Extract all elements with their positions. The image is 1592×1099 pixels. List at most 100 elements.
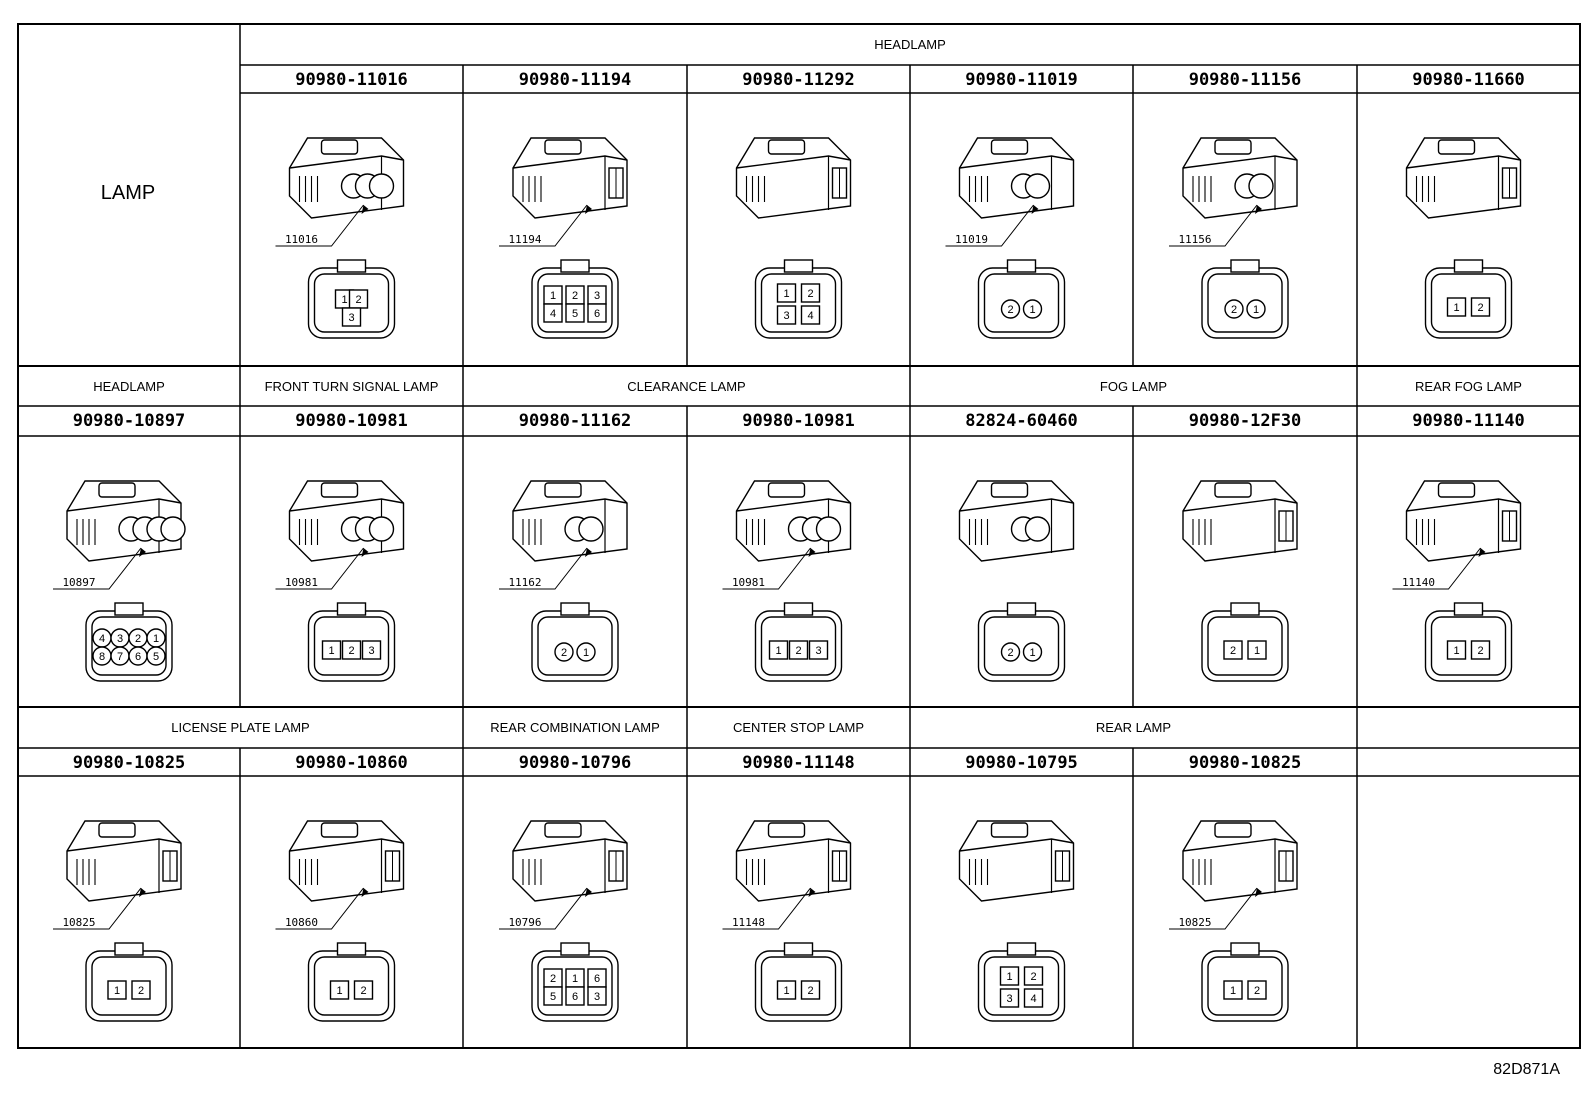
pin-number: 2 (1007, 647, 1013, 659)
arrow-head-icon (1255, 888, 1262, 897)
part-number: 90980-10825 (1189, 753, 1302, 773)
pin: 1 (1246, 299, 1266, 319)
part-number: 90980-10825 (73, 753, 186, 773)
callout-leader (1169, 204, 1258, 247)
connector-isometric-view (512, 480, 628, 562)
table-grid (17, 23, 1581, 1049)
callout-leader (275, 204, 364, 247)
pin: 1 (1022, 299, 1043, 319)
pin: 1 (1022, 642, 1043, 662)
pin: 1 (565, 968, 585, 988)
pin: 7 (110, 646, 130, 666)
callout-label: 10981 (732, 576, 765, 589)
part-number: 90980-10981 (742, 411, 855, 431)
pin: 8 (92, 646, 112, 666)
part-number: 90980-11660 (1412, 70, 1525, 90)
lamp-group-label: REAR FOG LAMP (1415, 379, 1522, 394)
pin-number: 2 (1030, 971, 1036, 983)
pin: 2 (1023, 966, 1044, 986)
pin-number: 2 (550, 973, 556, 985)
pin: 2 (353, 980, 374, 1000)
pin-number: 5 (153, 651, 159, 663)
pin: 1 (543, 285, 563, 305)
arrow-head-icon (139, 548, 146, 557)
pin-number: 3 (594, 290, 600, 302)
pin-number: 2 (795, 645, 801, 657)
pin: 1 (776, 980, 797, 1000)
pin-number: 1 (114, 985, 120, 997)
pin: 2 (800, 980, 821, 1000)
pin: 6 (128, 646, 148, 666)
callout-label: 11016 (285, 233, 318, 246)
part-number: 90980-11162 (519, 411, 632, 431)
pin-number: 3 (783, 310, 789, 322)
lamp-group-label: CLEARANCE LAMP (627, 379, 745, 394)
pin-number: 1 (572, 973, 578, 985)
pin-number: 1 (1254, 645, 1260, 657)
pin-number: 3 (117, 633, 123, 645)
arrow-head-icon (361, 548, 369, 557)
lamp-group-label: REAR COMBINATION LAMP (490, 720, 660, 735)
pin-number: 1 (1453, 302, 1459, 314)
pin: 2 (543, 968, 563, 988)
pin-number: 1 (783, 985, 789, 997)
part-number: 82824-60460 (965, 411, 1078, 431)
callout-leader (499, 547, 588, 590)
pin: 2 (1470, 640, 1491, 660)
pin-number: 3 (1006, 993, 1012, 1005)
connector-isometric-view (512, 137, 628, 219)
pin-number: 4 (99, 633, 105, 645)
pin-number: 4 (550, 308, 556, 320)
part-number: 90980-11194 (519, 70, 632, 90)
lamp-title: LAMP (101, 182, 155, 204)
pin: 1 (146, 628, 166, 648)
connector-isometric-view (1182, 820, 1298, 902)
connector-isometric-view (1182, 480, 1298, 562)
callout-leader (1392, 547, 1481, 590)
pin-number: 6 (572, 991, 578, 1003)
callout-leader (275, 547, 364, 590)
pin-number: 5 (572, 308, 578, 320)
callout-label: 10825 (62, 916, 95, 929)
connector-isometric-view (735, 820, 852, 902)
connector-isometric-view (1405, 480, 1522, 562)
arrow-head-icon (585, 888, 592, 897)
callout-leader (722, 547, 811, 590)
pin: 2 (1247, 980, 1267, 1000)
connector-isometric-view (288, 480, 405, 562)
pin: 1 (107, 980, 127, 1000)
pin-number: 2 (1477, 302, 1483, 314)
lamp-group-label: REAR LAMP (1096, 720, 1171, 735)
pin: 4 (543, 303, 563, 323)
pin: 6 (587, 303, 607, 323)
connector-isometric-view (512, 820, 628, 902)
callout-leader (945, 204, 1034, 247)
pin-number: 1 (1230, 985, 1236, 997)
pin: 1 (1223, 980, 1243, 1000)
pin-number: 1 (341, 294, 347, 306)
connector-isometric-view (288, 137, 405, 219)
pin: 3 (776, 305, 797, 325)
pin: 2 (1000, 642, 1021, 662)
pin-number: 6 (135, 651, 141, 663)
pin-number: 1 (775, 645, 781, 657)
pin-number: 3 (594, 991, 600, 1003)
pin-number: 2 (348, 645, 354, 657)
pin: 4 (1023, 988, 1044, 1008)
